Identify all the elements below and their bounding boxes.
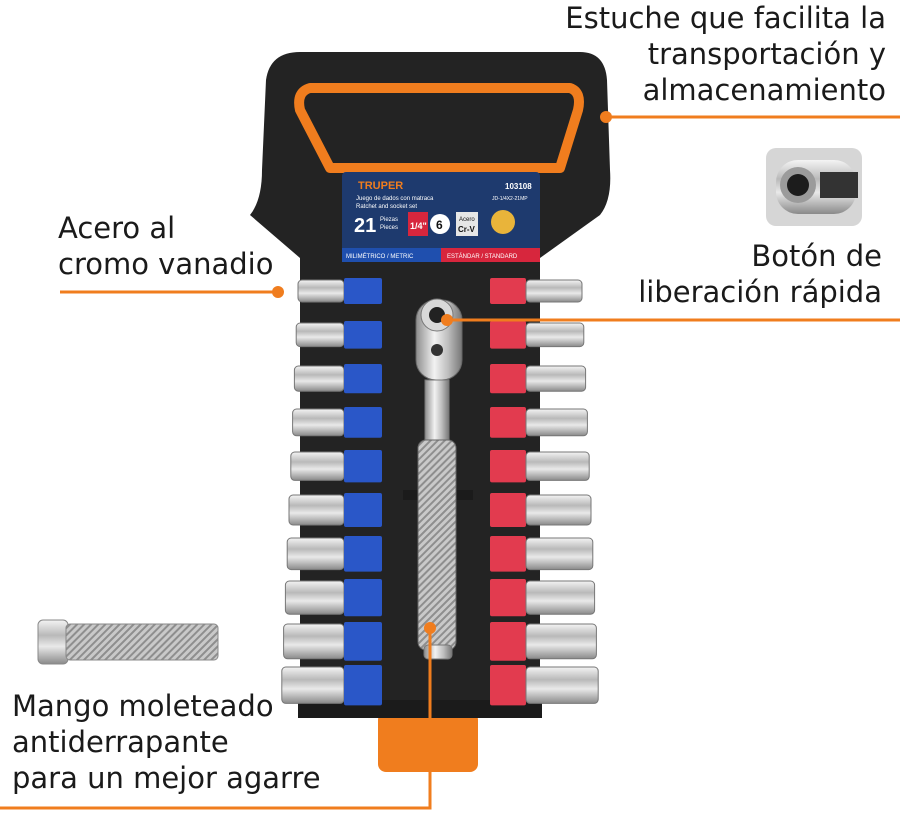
callout-release-button: Botón de liberación rápida [638, 238, 882, 310]
metric-socket [288, 493, 382, 527]
metric-socket [292, 407, 382, 438]
label-title-es: Juego de dados con matraca [356, 196, 434, 202]
case-handle-orange [294, 83, 584, 173]
callout-lines [0, 111, 900, 810]
standard-sockets [490, 278, 599, 706]
callout-case-line-3: almacenamiento [642, 73, 886, 107]
callout-release-line-2: liberación rápida [638, 275, 882, 309]
label-code: JD-1/4X2-21MP [492, 196, 528, 202]
standard-socket [490, 622, 597, 661]
knurled-handle [417, 439, 457, 651]
callout-case-line-1: Estuche que facilita la [565, 1, 886, 35]
metric-socket [293, 364, 382, 394]
callout-handle-line-2: antiderrapante [12, 725, 229, 759]
callout-release-line-1: Botón de [751, 239, 882, 273]
callout-steel-line-1: Acero al [58, 211, 176, 245]
label-pieces-es: Piezas [380, 217, 398, 223]
callout-case: Estuche que facilita la transportación y… [565, 0, 886, 108]
quick-release-button [429, 307, 445, 323]
callout-handle-line-1: Mango moleteado [12, 689, 274, 723]
label-model: 103108 [505, 182, 532, 191]
quick-release-inset [766, 148, 862, 226]
metric-socket [297, 278, 382, 304]
standard-socket [490, 364, 587, 394]
callout-handle-line-3: para un mejor agarre [12, 761, 321, 795]
standard-socket [490, 407, 588, 438]
callout-steel: Acero al cromo vanadio [58, 210, 273, 282]
standard-socket [490, 536, 594, 572]
callout-steel-line-2: cromo vanadio [58, 247, 274, 281]
label-pieces: 21 [354, 215, 376, 237]
label-brand: TRUPER [358, 180, 403, 192]
metric-socket [295, 321, 382, 349]
callout-handle: Mango moleteado antiderrapante para un m… [12, 688, 321, 796]
metric-socket [286, 536, 382, 572]
metric-socket [281, 665, 382, 706]
standard-socket [490, 493, 592, 527]
callout-case-line-2: transportación y [647, 37, 886, 71]
standard-socket [490, 665, 599, 706]
label-standard: ESTÁNDAR / STANDARD [447, 253, 518, 260]
label-pieces-en: Pieces [380, 225, 398, 231]
label-metric: MILIMÉTRICO / METRIC [346, 253, 414, 260]
metric-socket [284, 579, 382, 617]
metric-socket [283, 622, 382, 661]
label-points: 6 [436, 218, 443, 232]
knurled-handle-inset [37, 619, 219, 665]
standard-socket [490, 450, 590, 483]
standard-socket [490, 278, 583, 304]
label-material: Cr-V [458, 225, 476, 234]
label-title-en: Ratchet and socket set [356, 204, 417, 210]
product-label: TRUPER 103108 Juego de dados con matraca… [342, 172, 540, 262]
line-mango [0, 628, 432, 810]
label-material-label: Acero [459, 217, 475, 223]
label-drive: 1/4" [410, 221, 427, 231]
standard-socket [490, 321, 585, 349]
metric-socket [290, 450, 382, 483]
standard-socket [490, 579, 596, 617]
case-base-orange [378, 712, 478, 772]
metric-sockets [281, 278, 382, 706]
